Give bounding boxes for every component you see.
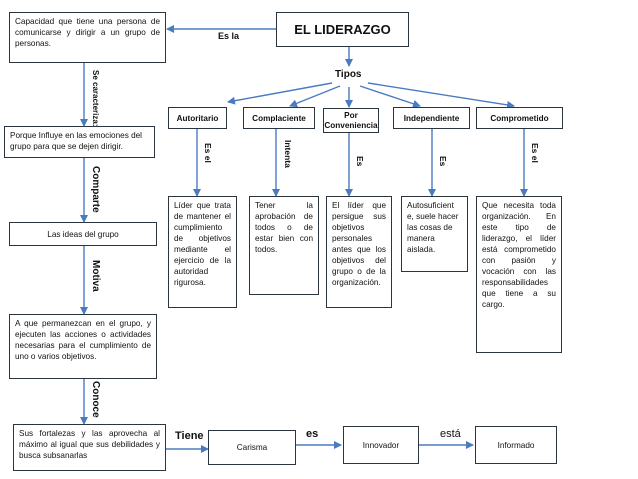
link-motiva: Motiva [90,260,101,292]
link-type-conveniencia: Es [355,156,365,167]
type-box-comprometido: Comprometido [476,107,563,129]
desc-box-independiente: Autosuficient e, suele hacer las cosas d… [401,196,468,272]
type-box-autoritario: Autoritario [168,107,227,129]
trait-text: Innovador [362,440,400,450]
type-name: Complaciente [252,113,306,123]
ideas-text: Las ideas del grupo [47,229,119,239]
trait-box-informado: Informado [475,426,557,464]
link-se-caracteriza: Se caracteriza: [91,70,100,127]
type-name: Comprometido [490,113,549,123]
characteristic-text: Porque Influye en las emociones del grup… [10,131,142,151]
type-box-complaciente: Complaciente [243,107,315,129]
type-name: Independiente [403,113,460,123]
type-description: Tener la aprobación de todos o de estar … [255,201,313,254]
type-description: Líder que trata de mantener el cumplimie… [174,201,231,287]
link-tiene: Tiene [175,430,204,442]
desc-box-conveniencia: El líder que persigue sus objetivos pers… [326,196,392,308]
type-description: Que necesita toda organización. En este … [482,201,556,309]
link-type-complaciente: Intenta [283,140,293,168]
ideas-box: Las ideas del grupo [9,222,157,246]
link-esta: está [440,428,461,440]
trait-text: Carisma [236,443,268,452]
type-name: Por Conveniencia [324,110,378,130]
characteristic-box: Porque Influye en las emociones del grup… [4,126,155,158]
type-box-independiente: Independiente [393,107,470,129]
type-box-conveniencia: Por Conveniencia [323,108,379,133]
arrow-tipos-to-complaciente [289,85,341,108]
arrow-tipos-to-independiente [359,85,421,108]
link-type-independiente: Es [438,156,448,167]
trait-box-carisma: Carisma [208,430,296,465]
type-description: El líder que persigue sus objetivos pers… [332,201,386,287]
trait-text: Informado [497,440,535,450]
page-title: EL LIDERAZGO [294,22,391,37]
link-type-comprometido: Es el [530,143,540,163]
desc-box-comprometido: Que necesita toda organización. En este … [476,196,562,353]
link-es-la: Es la [218,31,240,41]
definition-text: Capacidad que tiene una persona de comun… [15,17,160,48]
arrow-tipos-to-autoritario [227,82,333,105]
definition-box: Capacidad que tiene una persona de comun… [9,12,166,63]
type-description: Autosuficient e, suele hacer las cosas d… [407,201,459,254]
trait-box-innovador: Innovador [343,426,419,464]
desc-box-complaciente: Tener la aprobación de todos o de estar … [249,196,319,295]
type-name: Autoritario [176,113,219,123]
strengths-text: Sus fortalezas y las aprovecha al máximo… [19,429,160,460]
arrow-tipos-to-comprometido [367,82,515,109]
link-es: es [306,428,319,440]
link-conoce: Conoce [90,381,101,418]
motivation-text: A que permanezcan en el grupo, y ejecute… [15,319,151,361]
motivation-box: A que permanezcan en el grupo, y ejecute… [9,314,157,379]
title-box: EL LIDERAZGO [276,12,409,47]
link-tipos: Tipos [335,69,362,80]
link-type-autoritario: Es el [203,143,213,163]
link-comparte: Comparte [90,166,101,213]
strengths-box: Sus fortalezas y las aprovecha al máximo… [13,424,166,471]
desc-box-autoritario: Líder que trata de mantener el cumplimie… [168,196,237,308]
